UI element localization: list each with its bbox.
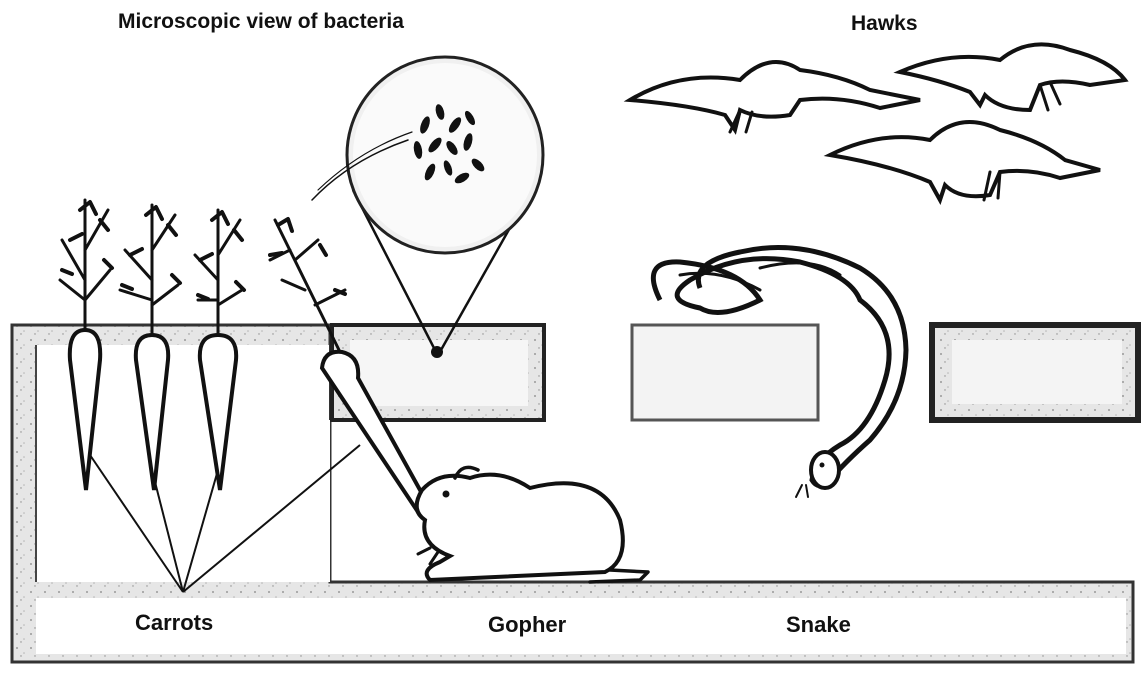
label-bacteria: Microscopic view of bacteria [118, 10, 404, 34]
hawk-3 [830, 122, 1100, 200]
microscope-view [312, 57, 543, 358]
hawk-1 [630, 62, 920, 132]
answer-box-2 [632, 325, 818, 420]
label-hawks: Hawks [851, 12, 918, 36]
sample-point-dot [431, 346, 443, 358]
answer-box-3 [932, 325, 1138, 420]
gopher-figure [417, 467, 648, 582]
hawk-2 [900, 44, 1125, 110]
label-gopher: Gopher [488, 612, 566, 638]
label-snake: Snake [786, 612, 851, 638]
label-carrots: Carrots [135, 610, 213, 636]
hawks-group [630, 44, 1125, 200]
